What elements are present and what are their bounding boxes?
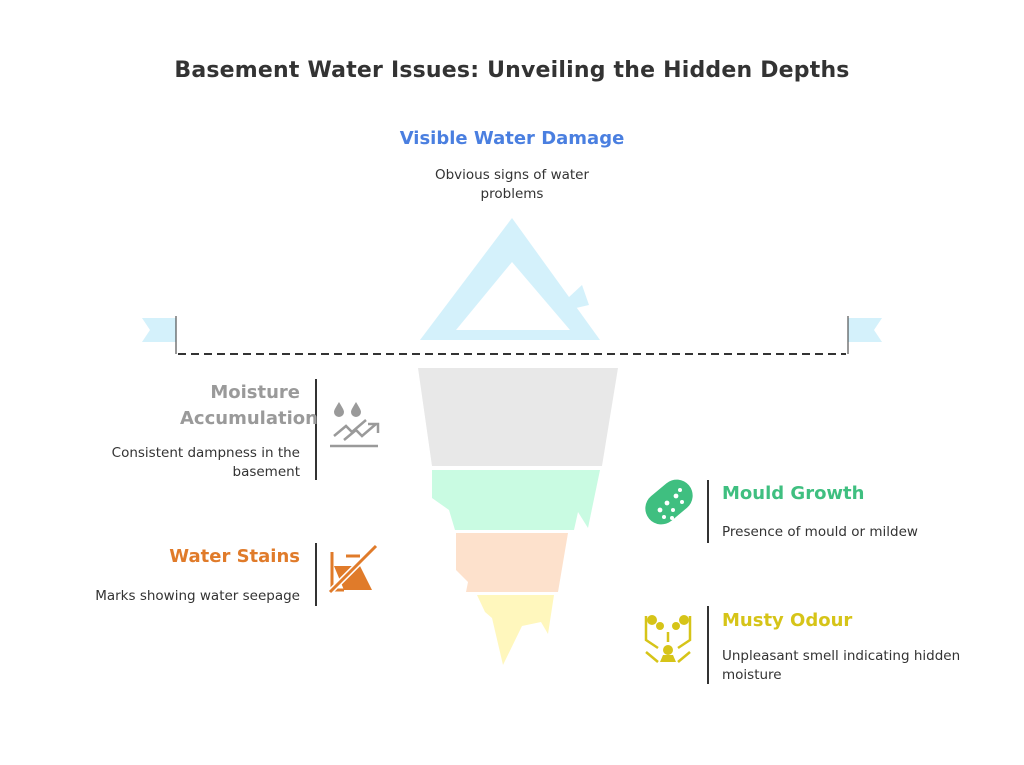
layer-mould	[432, 470, 600, 530]
water-stains-description: Marks showing water seepage	[95, 588, 300, 604]
water-drops-trend-icon	[330, 402, 380, 448]
water-flag-left	[142, 318, 176, 342]
layer-stains	[456, 533, 568, 592]
crossed-out-stain-icon	[327, 543, 379, 595]
iceberg-tip-notch-left	[486, 290, 500, 304]
moisture-accumulation-heading: Moisture Accumulation	[180, 382, 318, 429]
mould-growth-description: Presence of mould or mildew	[722, 524, 918, 540]
musty-odour-heading: Musty Odour	[722, 610, 853, 631]
layer-odour	[477, 595, 554, 665]
mould-growth-heading: Mould Growth	[722, 483, 865, 504]
diagram-title: Basement Water Issues: Unveiling the Hid…	[174, 58, 850, 83]
visible-damage-heading: Visible Water Damage	[399, 128, 625, 149]
layer-moisture	[418, 368, 618, 466]
musty-odour-description: Unpleasant smell indicating hidden moist…	[722, 648, 961, 683]
iceberg-tip-inner	[456, 262, 570, 330]
odour-icon	[644, 615, 692, 663]
moisture-accumulation-description: Consistent dampness in the basement	[111, 445, 300, 480]
visible-damage-description: Obvious signs of water problems	[434, 167, 590, 202]
iceberg-tip-notch-right	[568, 285, 589, 308]
mould-icon	[645, 479, 693, 525]
water-flag-right	[848, 318, 882, 342]
water-stains-heading: Water Stains	[169, 546, 300, 567]
